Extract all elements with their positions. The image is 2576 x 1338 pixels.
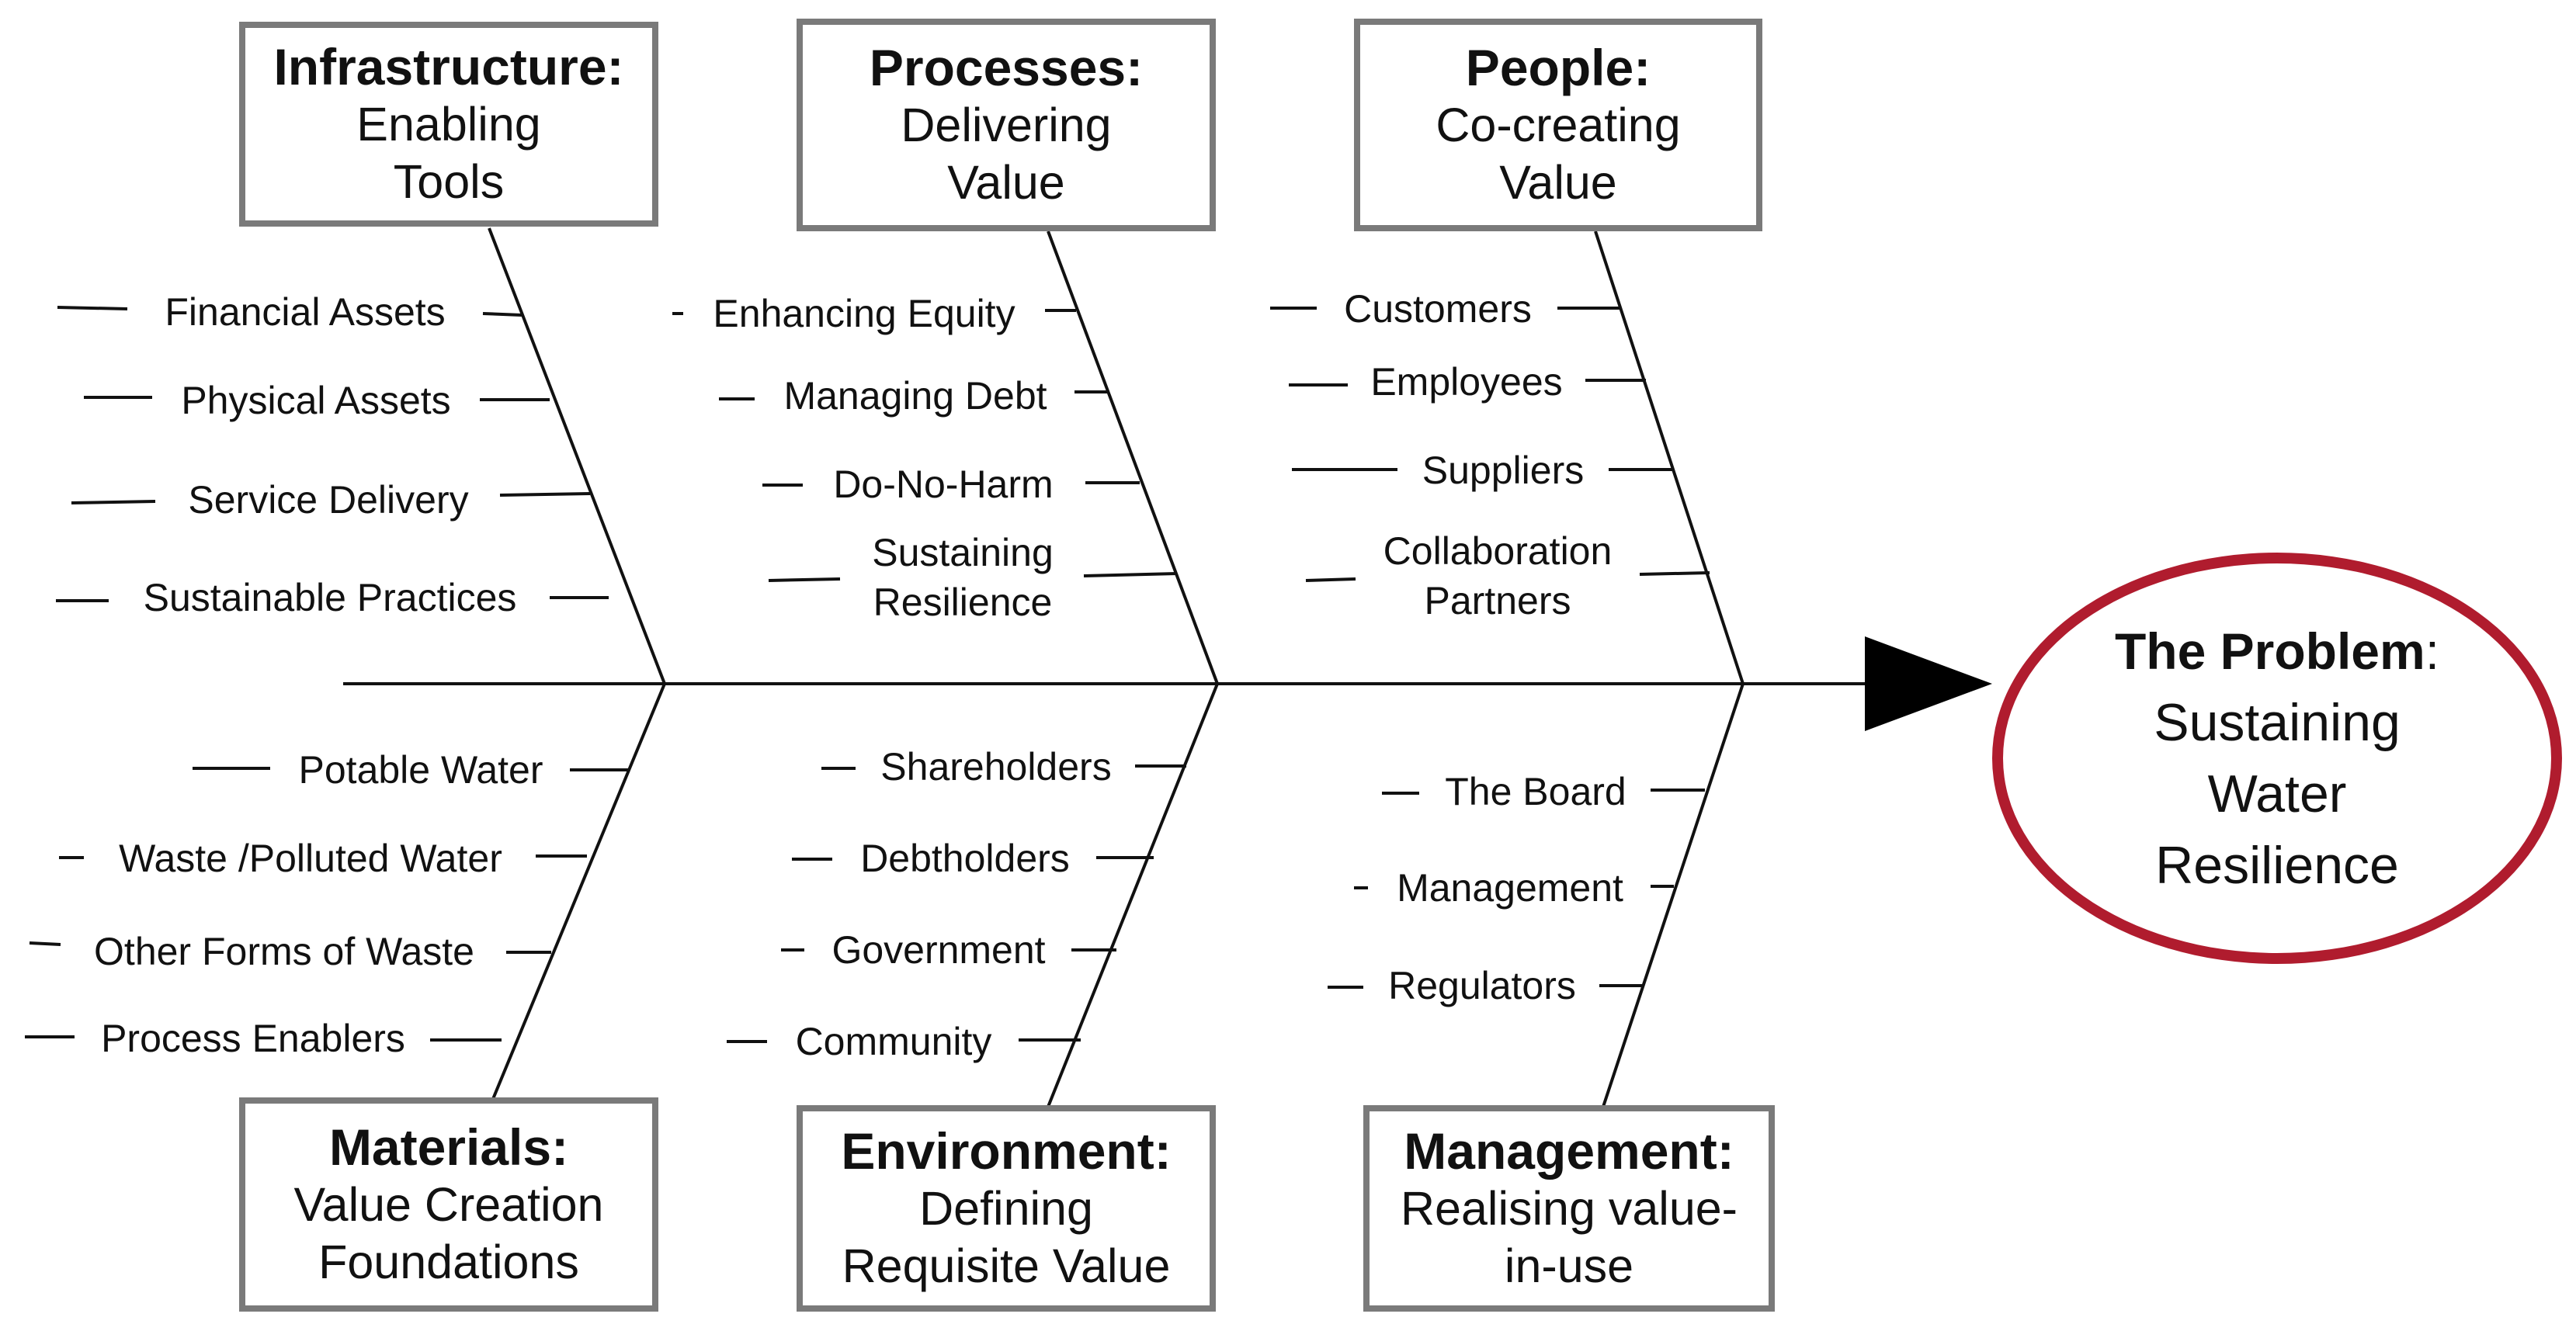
problem-statement-circle: The Problem: Sustaining Water Resilience [1992, 553, 2562, 964]
cause-label: Enhancing Equity [713, 292, 1015, 335]
rib-processes [1047, 231, 1219, 685]
category-box-processes: Processes: Delivering Value [797, 19, 1216, 231]
category-heading: Infrastructure: [273, 38, 624, 95]
category-subtitle-line-1: Value Creation [293, 1178, 604, 1231]
tick-infrastructure-3-right [499, 492, 591, 497]
problem-title: The Problem: [2115, 615, 2439, 687]
cause-label: Debtholders [860, 837, 1070, 880]
category-subtitle-line-1: Delivering [901, 99, 1112, 151]
category-subtitle-line-1: Realising value- [1401, 1182, 1738, 1235]
problem-title-bold: The Problem [2114, 622, 2425, 680]
cause-label: Service Delivery [188, 478, 469, 522]
category-heading: Management: [1404, 1122, 1734, 1180]
tick-processes-4-left [768, 577, 841, 582]
tick-infrastructure-3-left [71, 500, 156, 504]
rib-environment [1047, 683, 1219, 1107]
category-subtitle-line-2: in-use [1504, 1239, 1634, 1292]
connector-lines [25, 227, 1871, 1107]
cause-label: Waste /Polluted Water [119, 837, 502, 880]
cause-label: Community [795, 1020, 992, 1063]
category-heading: People: [1465, 39, 1651, 96]
rib-materials [491, 683, 666, 1100]
category-box-infrastructure: Infrastructure: Enabling Tools [239, 22, 658, 227]
category-subtitle-line-2: Value [947, 156, 1065, 209]
cause-label: Managing Debt [783, 374, 1047, 418]
rib-infrastructure [488, 227, 666, 685]
category-subtitle-line-2: Foundations [318, 1236, 579, 1288]
cause-label: Shareholders [880, 745, 1112, 789]
category-subtitle-line-1: Defining [919, 1182, 1093, 1235]
cause-label: Management [1397, 866, 1623, 910]
category-heading: Environment: [841, 1122, 1172, 1180]
cause-label: Sustaining Resilience [872, 531, 1054, 624]
tick-infrastructure-1-right [482, 312, 522, 317]
category-subtitle-line-1: Co-creating [1436, 99, 1681, 151]
category-box-management: Management: Realising value- in-use [1363, 1105, 1775, 1312]
category-subtitle-line-2: Requisite Value [842, 1239, 1171, 1292]
cause-label: Customers [1344, 287, 1532, 331]
cause-label: Collaboration Partners [1383, 529, 1613, 622]
tick-infrastructure-1-left [57, 306, 128, 310]
problem-line-3: Resilience [2155, 836, 2399, 895]
category-box-materials: Materials: Value Creation Foundations [239, 1097, 658, 1312]
category-subtitle-line-2: Tools [393, 155, 505, 208]
problem-line-1: Sustaining [2154, 693, 2401, 752]
cause-label: Process Enablers [101, 1017, 405, 1060]
cause-label: Suppliers [1422, 449, 1585, 492]
cause-label: Employees [1370, 360, 1563, 404]
category-heading: Processes: [869, 39, 1144, 96]
cause-label: Do-No-Harm [833, 463, 1054, 506]
cause-label: The Board [1445, 770, 1626, 813]
cause-label: Sustainable Practices [143, 576, 517, 619]
tick-materials-3-left [29, 941, 61, 946]
problem-line-2: Water [2207, 764, 2347, 823]
category-box-environment: Environment: Defining Requisite Value [797, 1105, 1216, 1312]
cause-label: Potable Water [298, 748, 543, 792]
arrow-head [1865, 636, 1992, 731]
rib-management [1602, 683, 1745, 1107]
cause-label: Regulators [1388, 964, 1576, 1007]
problem-title-colon: : [2425, 622, 2440, 680]
tick-people-4-right [1639, 571, 1710, 576]
cause-label: Government [831, 928, 1046, 972]
cause-label: Financial Assets [165, 290, 446, 334]
cause-label: Physical Assets [181, 379, 451, 422]
tick-processes-4-right [1083, 572, 1178, 577]
category-heading: Materials: [328, 1118, 569, 1176]
cause-label: Other Forms of Waste [94, 930, 474, 973]
category-subtitle-line-2: Value [1499, 156, 1617, 209]
tick-people-4-left [1305, 577, 1356, 582]
category-box-people: People: Co-creating Value [1354, 19, 1762, 231]
category-subtitle-line-1: Enabling [356, 98, 541, 151]
